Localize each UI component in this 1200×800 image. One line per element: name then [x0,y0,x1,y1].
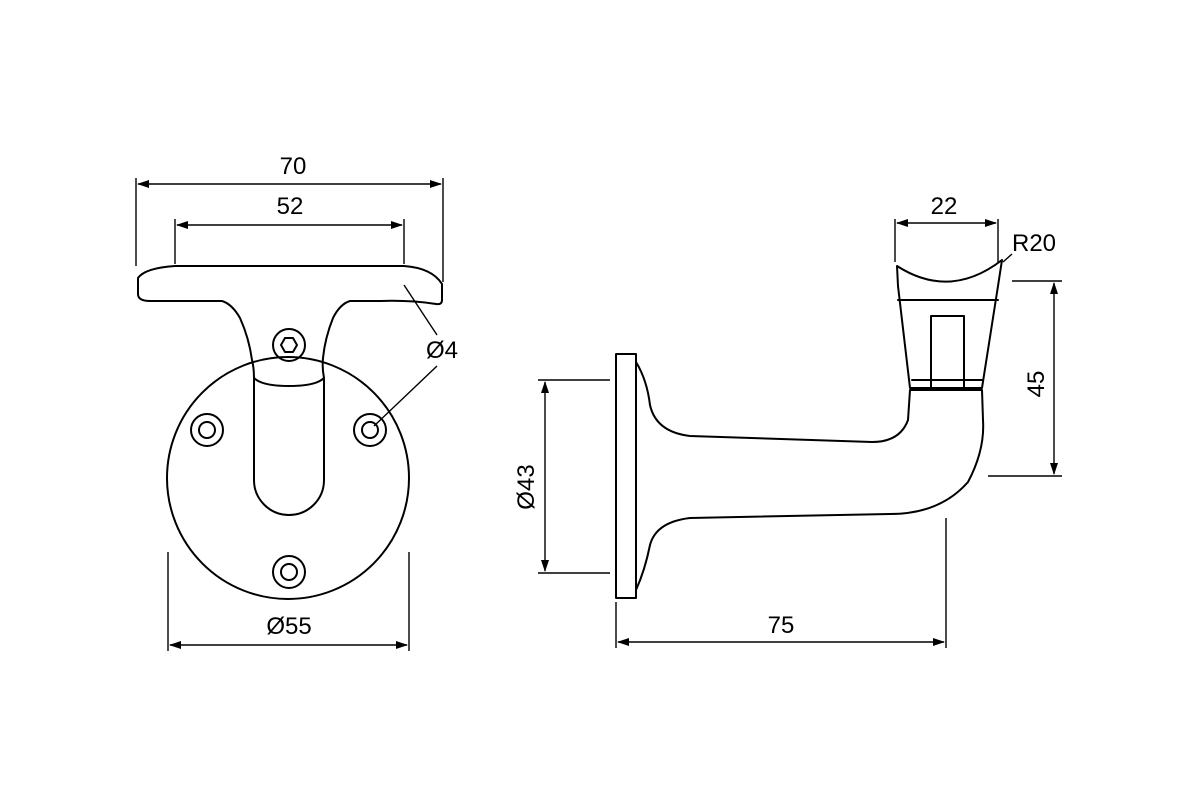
dim-saddle-width-front: 52 [174,193,405,264]
screw-hole-left [190,413,224,447]
side-saddle-outline [896,259,1003,389]
front-view: 70 52 Ø4 Ø55 [135,153,458,651]
dim-saddle-width-side-label: 22 [931,193,958,220]
dim-saddle-width-front-label: 52 [277,193,304,220]
dim-plate-diameter: Ø55 [167,552,410,651]
screw-hole-right [353,413,387,447]
dim-saddle-radius-label: R20 [1012,230,1056,257]
bracket-arm-outline [137,265,443,516]
side-view: 22 R20 45 Ø43 75 [513,193,1062,648]
screw-hole-bottom [272,555,306,589]
wall-plate-outline [166,356,410,600]
hex-socket-screw [272,328,306,362]
dim-projection-label: 75 [768,612,795,639]
dim-plate-diameter-label: Ø55 [266,613,311,640]
dim-height: 45 [988,280,1062,477]
dim-saddle-width-side: 22 [894,193,999,262]
dim-screw-hole-label: Ø4 [426,337,458,364]
side-arm-outline [635,361,985,591]
dim-total-width: 70 [135,153,444,282]
dim-screw-hole: Ø4 [373,284,458,427]
dim-height-label: 45 [1023,371,1050,398]
dim-total-width-label: 70 [280,153,307,180]
base-plate-outline [615,353,637,599]
dim-base-diameter-label: Ø43 [513,464,540,509]
dim-saddle-radius: R20 [1002,230,1056,263]
dim-projection: 75 [615,518,947,648]
dim-base-diameter: Ø43 [513,379,610,574]
